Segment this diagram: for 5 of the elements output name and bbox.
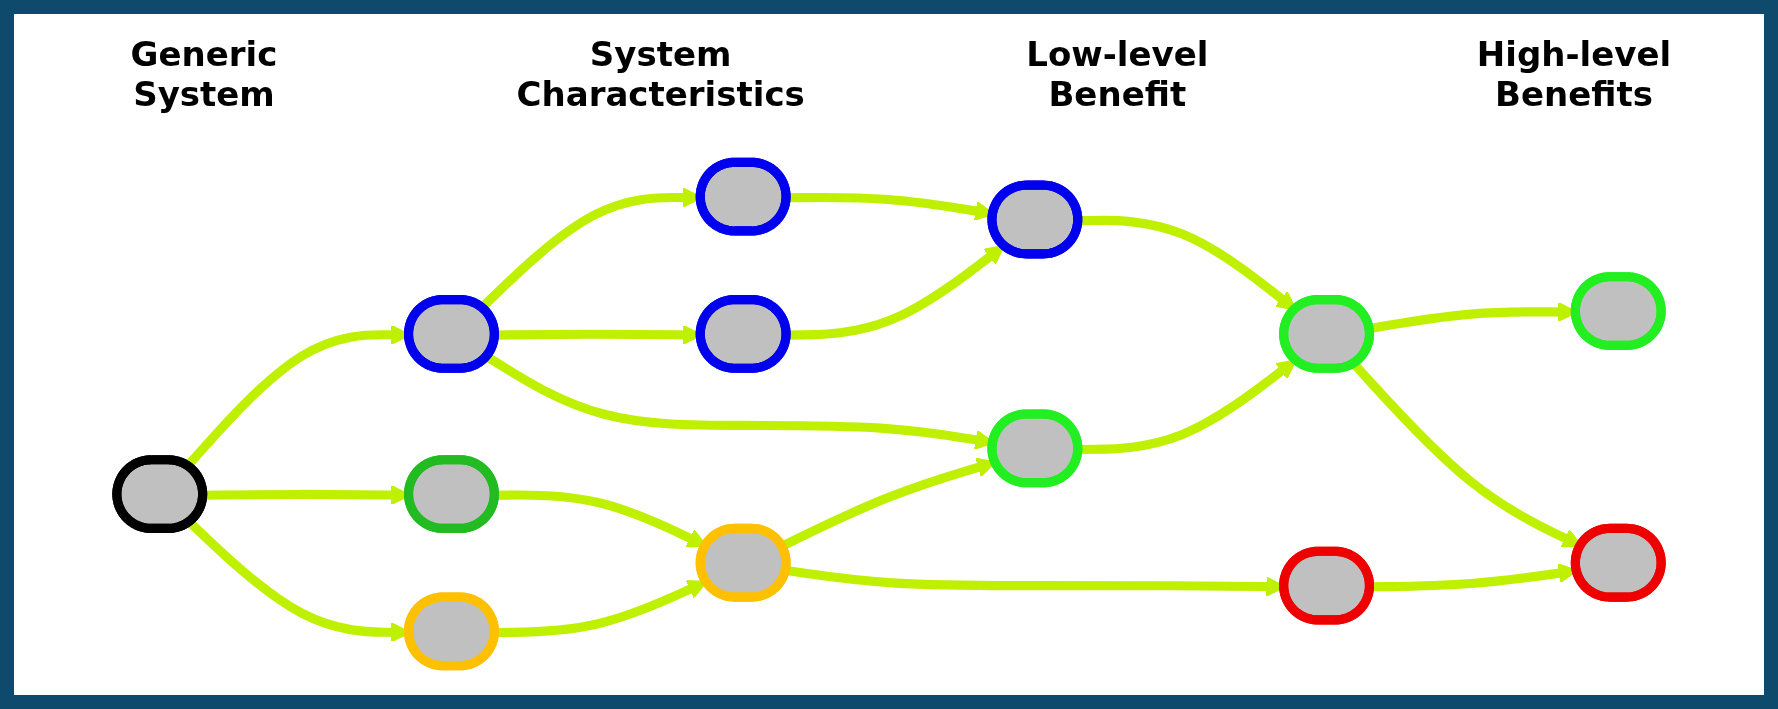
arrow [787,244,1005,340]
column-heading: System Characteristics [515,34,806,114]
column-heading: Generic System [129,34,279,114]
column-heading: High-level Benefits [1475,34,1673,114]
column-heading: Low-level Benefit [1025,34,1210,114]
